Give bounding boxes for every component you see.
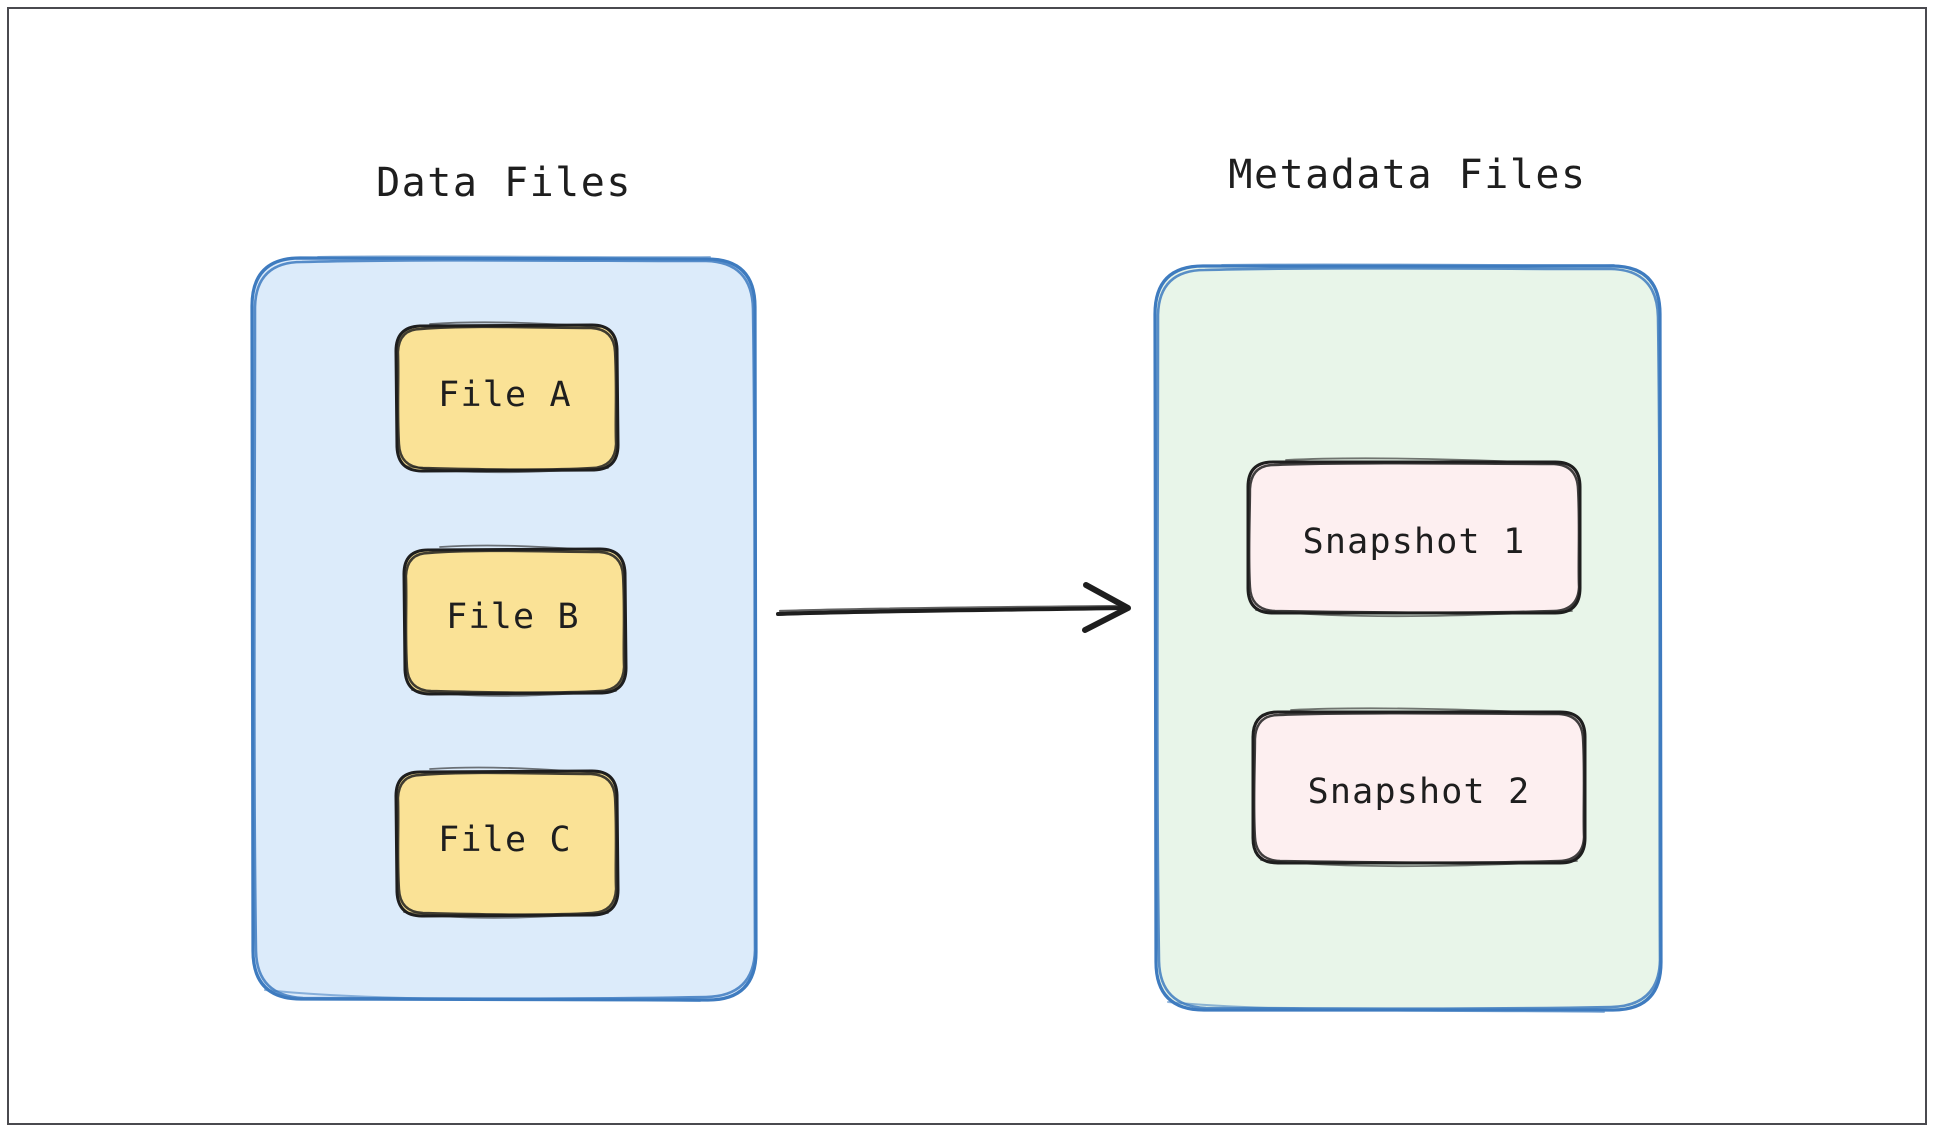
node-label-file-b: File B bbox=[446, 597, 580, 637]
node-label-snapshot-1: Snapshot 1 bbox=[1302, 522, 1526, 562]
node-snapshot-2[interactable] bbox=[1251, 707, 1587, 868]
data-files-container-sketch-top bbox=[317, 255, 711, 259]
file-c-box-fill bbox=[394, 769, 620, 918]
group-title-metadata-files: Metadata Files bbox=[1228, 152, 1587, 198]
group-title-data-files: Data Files bbox=[376, 160, 632, 206]
file-b-box-fill bbox=[402, 547, 628, 696]
snapshot-2-box-sketch-top bbox=[1290, 707, 1568, 715]
node-file-a[interactable] bbox=[394, 321, 620, 474]
file-c-box-sketch-stroke-2 bbox=[396, 771, 618, 916]
snapshot-2-box-sketch-bottom bbox=[1260, 859, 1578, 868]
file-b-box-sketch-bottom bbox=[411, 689, 617, 697]
file-a-box-fill bbox=[394, 323, 620, 473]
arrow-shaft bbox=[776, 606, 1124, 616]
snapshot-1-box-sketch-bottom bbox=[1255, 609, 1573, 618]
file-a-box-sketch-top bbox=[429, 321, 601, 328]
node-file-b[interactable] bbox=[402, 544, 628, 697]
data-files-container-sketch-stroke-2 bbox=[253, 259, 757, 1000]
node-label-snapshot-2: Snapshot 2 bbox=[1307, 772, 1531, 812]
node-label-file-a: File A bbox=[438, 375, 572, 415]
snapshot-2-box-fill bbox=[1251, 710, 1587, 865]
snapshot-1-box-fill bbox=[1246, 460, 1582, 615]
file-c-box-sketch-bottom bbox=[403, 911, 609, 919]
node-snapshot-1[interactable] bbox=[1246, 457, 1582, 618]
snapshot-1-box-sketch-top bbox=[1285, 457, 1563, 465]
data-files-container-sketch-bottom bbox=[264, 989, 701, 1002]
metadata-files-container-fill bbox=[1153, 264, 1663, 1012]
file-c-box-sketch-top bbox=[429, 766, 601, 774]
arrow-head bbox=[1082, 582, 1131, 633]
metadata-files-container-sketch-top bbox=[1221, 263, 1615, 267]
connector-arrow-data-to-metadata[interactable] bbox=[776, 582, 1131, 633]
metadata-files-container-sketch-bottom bbox=[1167, 1001, 1605, 1013]
metadata-files-container-sketch-stroke-2 bbox=[1156, 267, 1662, 1010]
file-a-box-sketch-bottom bbox=[404, 465, 609, 474]
group-metadata-files[interactable] bbox=[1153, 263, 1663, 1013]
file-a-box-sketch-stroke-2 bbox=[396, 325, 618, 471]
node-file-c[interactable] bbox=[394, 766, 620, 919]
arrow-shaft-sketch bbox=[778, 604, 1122, 613]
file-b-box-sketch-top bbox=[439, 544, 609, 552]
node-label-file-c: File C bbox=[438, 820, 572, 860]
file-b-box-sketch-stroke-2 bbox=[404, 549, 626, 694]
